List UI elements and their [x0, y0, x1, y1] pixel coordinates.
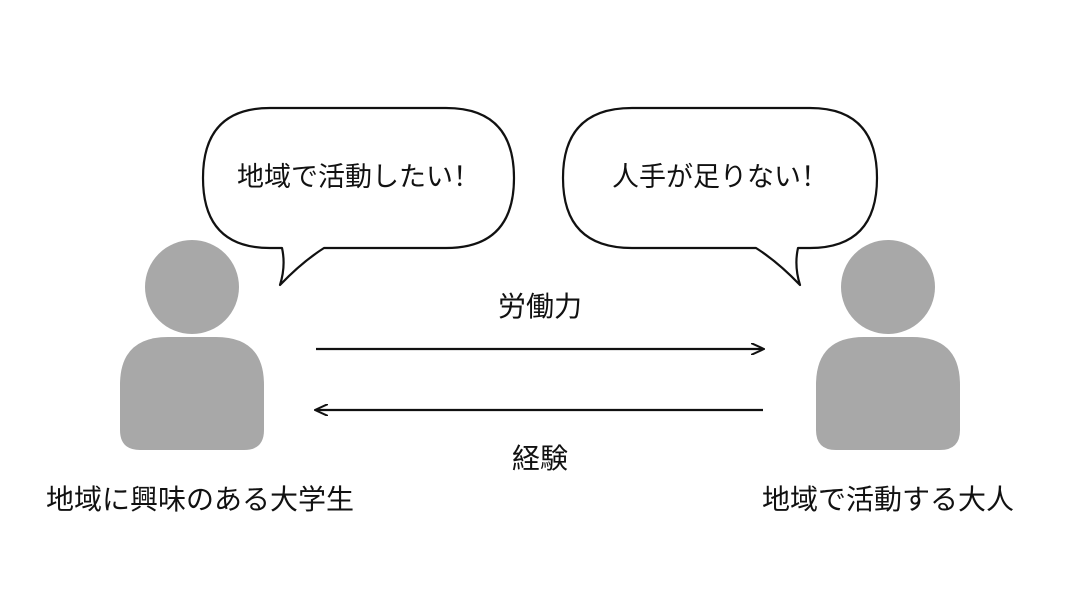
experience-arrow-label: 経験 — [511, 442, 568, 475]
adult-person-icon — [816, 240, 960, 450]
student-person-icon — [120, 240, 264, 450]
adult-caption: 地域で活動する大人 — [761, 483, 1014, 516]
labor-arrow-label: 労働力 — [497, 290, 582, 323]
student-speech-text: 地域で活動したい！ — [237, 162, 480, 193]
adult-speech-bubble — [561, 106, 879, 287]
student-speech-bubble — [201, 106, 516, 287]
student-caption: 地域に興味のある大学生 — [45, 483, 354, 516]
adult-speech-text: 人手が足りない！ — [612, 162, 828, 193]
